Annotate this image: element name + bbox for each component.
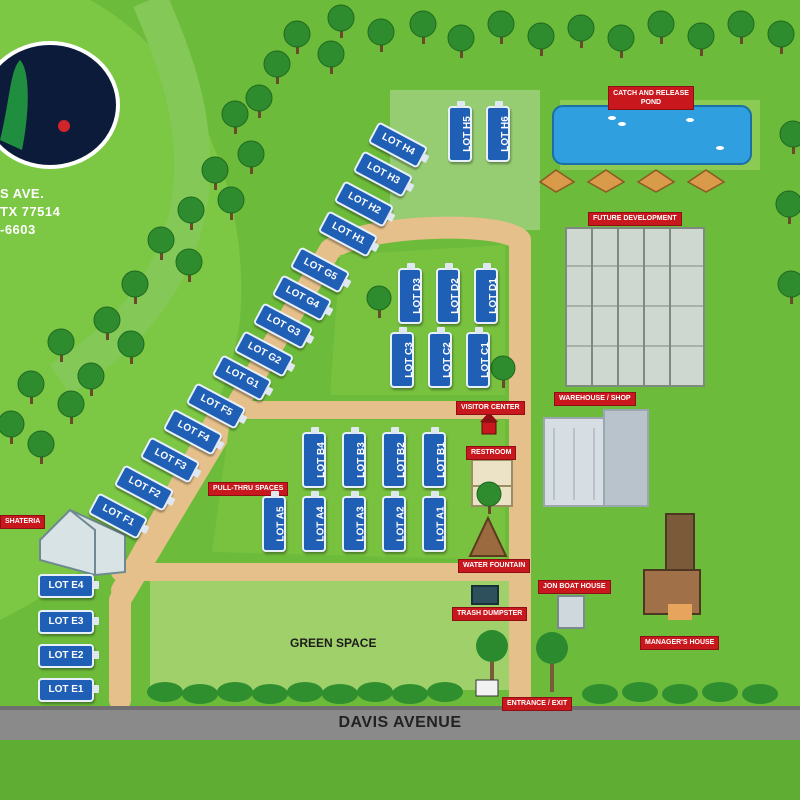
roadside-hedges [147,682,778,704]
lot-a2[interactable]: LOT A2 [382,491,407,552]
lot-h6[interactable]: LOT H6 [486,101,511,162]
lot-b3[interactable]: LOT B3 [342,427,367,488]
label-warehouse: WAREHOUSE / SHOP [554,392,636,406]
lot-e2[interactable]: LOT E2 [38,644,99,668]
pavilion-building [39,508,126,577]
trees [0,4,800,514]
label-managers-house: MANAGER'S HOUSE [640,636,720,650]
entrance-sign [475,679,499,697]
label-water-fountain: WATER FOUNTAIN [458,559,531,573]
label-catch-pond: CATCH AND RELEASE POND [608,86,694,110]
lot-a3[interactable]: LOT A3 [342,491,367,552]
davis-avenue-road [0,706,800,742]
lot-h5[interactable]: LOT H5 [448,101,473,162]
managers-house-building [643,513,701,620]
road-edge [0,706,800,710]
address-city-state: TX 77514 [0,204,61,219]
address-street: S AVE. [0,186,45,201]
lot-e4[interactable]: LOT E4 [38,574,99,598]
lot-e3[interactable]: LOT E3 [38,610,99,634]
label-pull-thru: PULL-THRU SPACES [208,482,289,496]
label-jon-boat: JON BOAT HOUSE [538,580,611,594]
lot-b1[interactable]: LOT B1 [422,427,447,488]
lot-a1[interactable]: LOT A1 [422,491,447,552]
label-restroom: RESTROOM [466,446,517,460]
lot-d3[interactable]: LOT D3 [398,263,423,324]
lot-c3[interactable]: LOT C3 [390,327,415,388]
label-future-development: FUTURE DEVELOPMENT [588,212,682,226]
lot-c2[interactable]: LOT C2 [428,327,453,388]
pond-pavilions [538,169,726,193]
water-fountain-hut [468,515,508,557]
jon-boat-house-building [557,595,585,629]
warehouse-building [543,409,649,507]
road-name: DAVIS AVENUE [338,714,462,731]
label-trash: TRASH DUMPSTER [452,607,528,621]
trash-dumpster-bin [471,585,499,605]
lot-a5[interactable]: LOT A5 [262,491,287,552]
label-visitor-center: VISITOR CENTER [456,401,525,415]
lot-c1[interactable]: LOT C1 [466,327,491,388]
palm-trees [476,630,568,692]
south-verge [0,740,800,800]
label-entrance: ENTRANCE / EXIT [502,697,573,711]
outer-loop-road [109,216,531,711]
pond [552,105,752,165]
pond-ducks [608,116,724,150]
lot-d1[interactable]: LOT D1 [474,263,499,324]
lot-a4[interactable]: LOT A4 [302,491,327,552]
greenhouse [565,227,705,387]
address-phone: -6603 [0,222,36,237]
park-logo [0,41,120,169]
label-green-space: GREEN SPACE [290,636,377,650]
lot-b4[interactable]: LOT B4 [302,427,327,488]
green-space-area [150,575,520,690]
lot-b2[interactable]: LOT B2 [382,427,407,488]
lot-d2[interactable]: LOT D2 [436,263,461,324]
visitor-center-building [480,412,498,435]
lot-e1[interactable]: LOT E1 [38,678,99,702]
label-pavilion: SHATERIA [0,515,46,529]
